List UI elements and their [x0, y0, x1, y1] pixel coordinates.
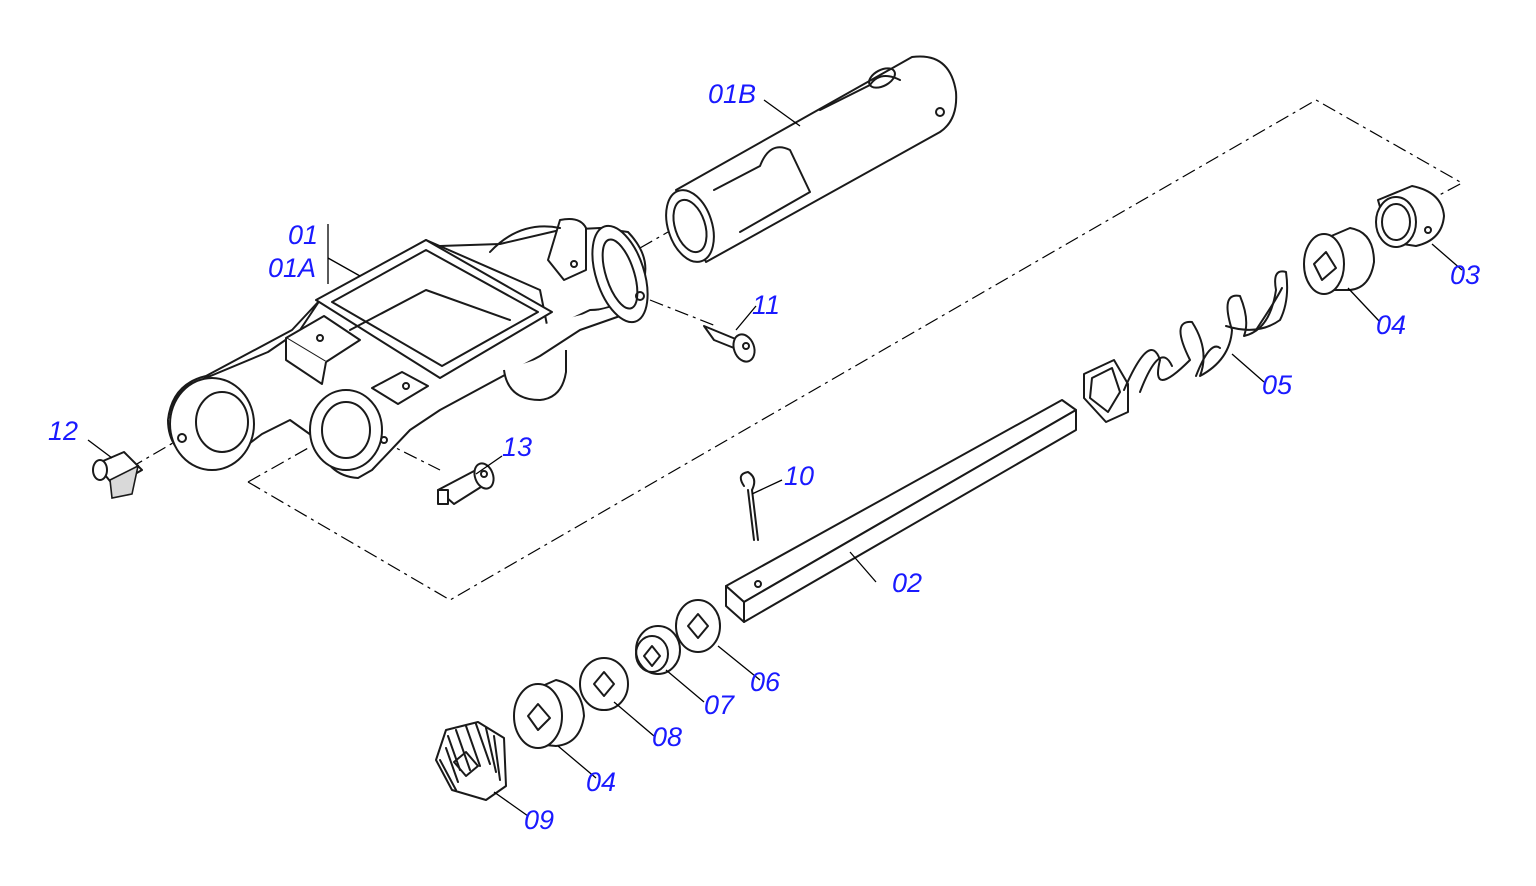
part-08-spacer — [579, 657, 629, 711]
leader-lines — [87, 99, 1463, 817]
part-06-washer — [675, 599, 721, 653]
callout-05: 05 — [1262, 370, 1293, 400]
callout-09: 09 — [524, 805, 554, 835]
callout-07: 07 — [704, 690, 735, 720]
callout-08: 08 — [652, 722, 682, 752]
callout-12: 12 — [48, 416, 78, 446]
part-04-top-bushing — [1303, 227, 1375, 295]
callout-13: 13 — [502, 432, 532, 462]
part-01-housing — [167, 218, 649, 479]
callout-01b: 01B — [708, 79, 756, 109]
part-05-spring — [1083, 270, 1289, 423]
callout-02: 02 — [892, 568, 922, 598]
callout-04-top: 04 — [1376, 310, 1406, 340]
part-10-split-pin — [739, 471, 759, 541]
part-13-pin — [437, 462, 495, 505]
part-04-bottom-bushing — [513, 679, 585, 749]
callout-03: 03 — [1450, 260, 1480, 290]
callout-labels: 01 01A 01B 02 03 04 04 05 06 07 08 09 10… — [48, 79, 1480, 835]
callout-01a: 01A — [268, 253, 316, 283]
part-11-pin — [703, 325, 756, 363]
callout-11: 11 — [752, 290, 780, 320]
part-03-collar — [1375, 185, 1445, 248]
part-12-grease-nipple — [92, 451, 143, 499]
callout-04-bottom: 04 — [586, 767, 616, 797]
part-02-shaft — [725, 399, 1077, 623]
part-09-bevel-gear — [435, 721, 507, 801]
callout-01: 01 — [288, 220, 318, 250]
part-01b-tube — [665, 55, 958, 263]
callout-06: 06 — [750, 667, 781, 697]
callout-10: 10 — [784, 461, 814, 491]
part-07-seal — [635, 625, 681, 675]
